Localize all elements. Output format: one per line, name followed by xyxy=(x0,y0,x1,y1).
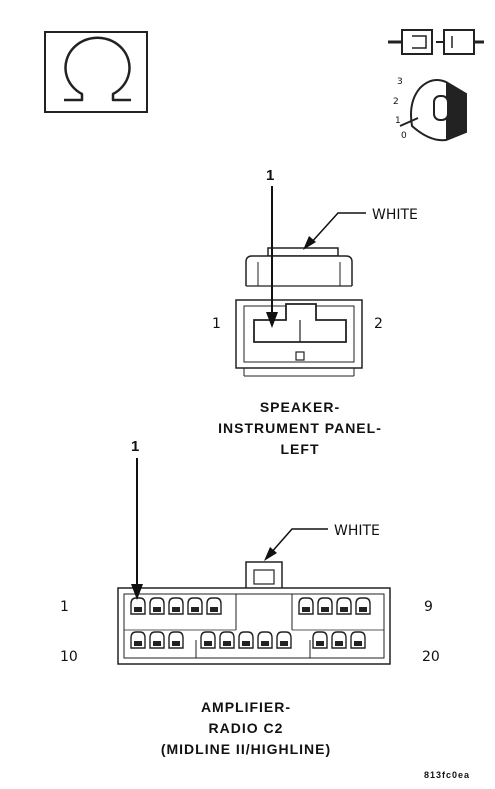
figure-code: 813fc0ea xyxy=(424,770,470,780)
amplifier-cavity-bottom-5 xyxy=(219,631,235,649)
amplifier-cavity-bottom-6 xyxy=(238,631,254,649)
amplifier-cavity-bottom-2 xyxy=(149,631,165,649)
amplifier-title-line-1: AMPLIFIER- xyxy=(201,699,291,715)
key-position-0: 0 xyxy=(401,131,407,141)
amplifier-cavity-top-2 xyxy=(149,597,165,615)
amplifier-connector xyxy=(117,561,391,665)
amplifier-cavity-top-6 xyxy=(298,597,314,615)
speaker-title-line-3: LEFT xyxy=(281,441,320,457)
amplifier-cavity-top-3 xyxy=(168,597,184,615)
amplifier-cavity-bottom-9 xyxy=(312,631,328,649)
key-position-1: 1 xyxy=(395,116,401,126)
amplifier-cavity-bottom-8 xyxy=(276,631,292,649)
key-position-3: 3 xyxy=(397,77,403,87)
speaker-callout-arrow: 1 xyxy=(266,167,278,328)
amplifier-cavity-bottom-4 xyxy=(200,631,216,649)
amplifier-color-leader: WHITE xyxy=(264,523,380,561)
ignition-key-icon: 3 2 1 0 xyxy=(393,77,467,142)
amplifier-cavity-bottom-3 xyxy=(168,631,184,649)
amplifier-pin-10-label: 10 xyxy=(60,649,78,665)
key-position-2: 2 xyxy=(393,97,399,107)
amplifier-cavity-grid xyxy=(130,597,371,649)
amplifier-pin-9-label: 9 xyxy=(424,599,433,615)
amplifier-cavity-top-8 xyxy=(336,597,352,615)
speaker-connector xyxy=(235,247,363,377)
speaker-title-line-1: SPEAKER- xyxy=(260,399,340,415)
speaker-pin-2-label: 2 xyxy=(374,316,383,332)
amplifier-cavity-bottom-1 xyxy=(130,631,146,649)
amplifier-cavity-top-4 xyxy=(187,597,203,615)
speaker-pin-1-label: 1 xyxy=(212,316,221,332)
amplifier-cavity-top-1 xyxy=(130,597,146,615)
amplifier-callout-number: 1 xyxy=(131,438,140,455)
speaker-callout-number: 1 xyxy=(266,167,275,184)
amplifier-title-line-2: RADIO C2 xyxy=(209,720,284,736)
amplifier-title-line-3: (MIDLINE II/HIGHLINE) xyxy=(161,741,331,757)
amplifier-pin-20-label: 20 xyxy=(422,649,440,665)
speaker-color-leader: WHITE xyxy=(303,207,418,250)
speaker-title-line-2: INSTRUMENT PANEL- xyxy=(218,420,382,436)
amplifier-cavity-top-7 xyxy=(317,597,333,615)
amplifier-cavity-top-5 xyxy=(206,597,222,615)
speaker-color-label: WHITE xyxy=(372,207,418,223)
amplifier-cavity-bottom-11 xyxy=(350,631,366,649)
amplifier-pin-1-label: 1 xyxy=(60,599,69,615)
ohmmeter-symbol xyxy=(44,31,148,113)
amplifier-cavity-top-9 xyxy=(355,597,371,615)
disconnect-connector-icon xyxy=(388,29,484,55)
amplifier-cavity-bottom-10 xyxy=(331,631,347,649)
amplifier-color-label: WHITE xyxy=(334,523,380,539)
amplifier-callout-arrow: 1 xyxy=(131,438,143,600)
amplifier-cavity-bottom-7 xyxy=(257,631,273,649)
